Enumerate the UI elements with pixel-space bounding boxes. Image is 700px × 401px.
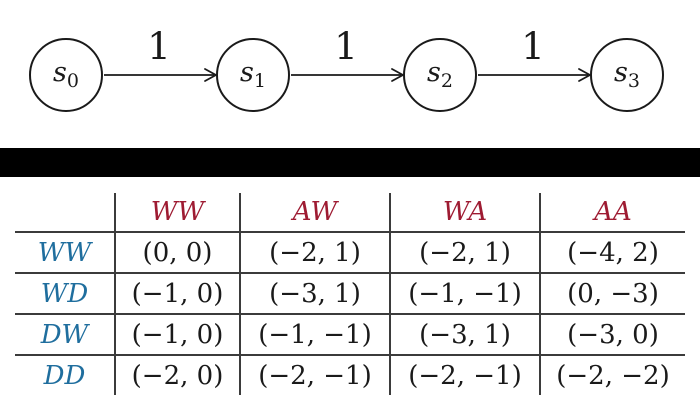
state-label: s2: [427, 57, 453, 92]
state-label: s3: [614, 57, 640, 92]
state-circle-s1: s1: [216, 38, 290, 112]
state-subscript: 0: [66, 70, 79, 92]
column-header: WA: [389, 193, 540, 232]
row-header: DW: [40, 319, 89, 350]
state-label: s1: [240, 57, 266, 92]
payoff-cell: (−2, −1): [389, 355, 540, 395]
transition-probability-label: 1: [334, 25, 358, 68]
table-header-row: WW AW WA AA: [15, 193, 685, 232]
payoff-cell: (−4, 2): [539, 232, 685, 273]
row-header: WW: [37, 237, 92, 268]
table-corner-cell: [15, 193, 115, 232]
state-subscript: 1: [253, 70, 266, 92]
table-row: WW (0, 0) (−2, 1) (−2, 1) (−4, 2): [15, 232, 685, 273]
payoff-cell: (−3, 1): [389, 314, 540, 355]
transition-probability-label: 1: [147, 25, 171, 68]
payoff-cell: (−2, 1): [239, 232, 390, 273]
transition-arrow: [291, 68, 404, 82]
table-row: DW (−1, 0) (−1, −1) (−3, 1) (−3, 0): [15, 314, 685, 355]
table-row: WD (−1, 0) (−3, 1) (−1, −1) (0, −3): [15, 273, 685, 314]
payoff-cell: (−2, 0): [114, 355, 240, 395]
payoff-cell: (−1, −1): [239, 314, 390, 355]
state-circle-s3: s3: [590, 38, 664, 112]
state-label: s0: [53, 57, 79, 92]
black-divider-bar: [0, 148, 700, 177]
payoff-cell: (0, −3): [539, 273, 685, 314]
state-diagram: s0 s1 s2 s3 1 1 1: [0, 0, 700, 148]
state-circle-s0: s0: [29, 38, 103, 112]
column-header: WW: [114, 193, 240, 232]
payoff-cell: (−1, −1): [389, 273, 540, 314]
row-header: DD: [43, 360, 86, 391]
state-circle-s2: s2: [403, 38, 477, 112]
transition-arrow: [478, 68, 591, 82]
payoff-cell: (−2, −1): [239, 355, 390, 395]
payoff-cell: (−2, −2): [539, 355, 685, 395]
transition-probability-label: 1: [521, 25, 545, 68]
row-header: WD: [40, 278, 89, 309]
table-row: DD (−2, 0) (−2, −1) (−2, −1) (−2, −2): [15, 355, 685, 395]
payoff-cell: (−3, 1): [239, 273, 390, 314]
payoff-cell: (−1, 0): [114, 273, 240, 314]
column-header: AW: [239, 193, 390, 232]
column-header: AA: [539, 193, 685, 232]
payoff-cell: (−3, 0): [539, 314, 685, 355]
payoff-cell: (0, 0): [114, 232, 240, 273]
payoff-table: WW AW WA AA WW (0, 0) (−2, 1) (−2, 1) (−…: [15, 193, 685, 395]
state-subscript: 2: [440, 70, 453, 92]
payoff-cell: (−1, 0): [114, 314, 240, 355]
transition-arrow: [104, 68, 217, 82]
payoff-cell: (−2, 1): [389, 232, 540, 273]
state-subscript: 3: [627, 70, 640, 92]
